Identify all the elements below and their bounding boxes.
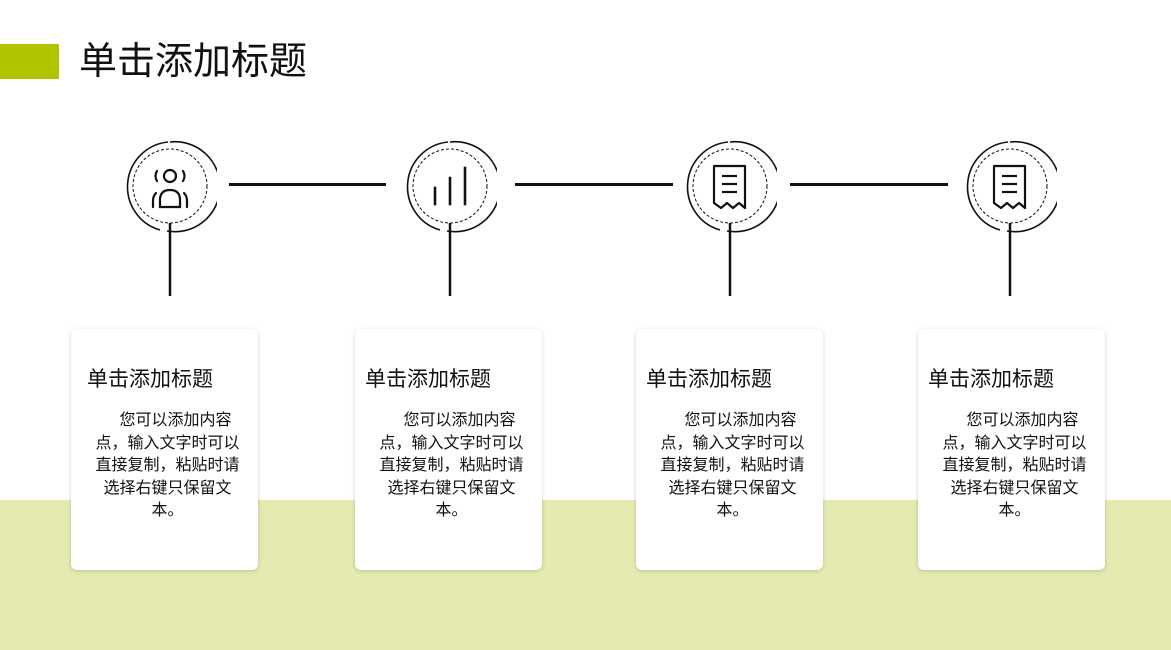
receipt-icon — [712, 164, 747, 210]
receipt-icon — [992, 164, 1027, 210]
timeline-node-3 — [683, 140, 777, 300]
timeline-connector — [515, 183, 673, 186]
card-title[interactable]: 单击添加标题 — [646, 367, 772, 391]
bar-chart-icon — [433, 166, 467, 206]
card-title[interactable]: 单击添加标题 — [928, 367, 1054, 391]
node-ring — [406, 140, 497, 233]
card-body[interactable]: 您可以添加内容点，输入文字时可以直接复制，粘贴时请选择右键只保留文本。 — [95, 410, 240, 519]
node-ring — [126, 140, 217, 233]
timeline-node-2 — [403, 140, 497, 300]
card-title[interactable]: 单击添加标题 — [365, 367, 491, 391]
step-card-1: 单击添加标题 您可以添加内容点，输入文字时可以直接复制，粘贴时请选择右键只保留文… — [71, 329, 258, 570]
timeline-connector — [790, 183, 948, 186]
node-ring — [966, 140, 1057, 233]
title-accent-bar — [0, 44, 59, 79]
card-body[interactable]: 您可以添加内容点，输入文字时可以直接复制，粘贴时请选择右键只保留文本。 — [660, 410, 805, 519]
card-body[interactable]: 您可以添加内容点，输入文字时可以直接复制，粘贴时请选择右键只保留文本。 — [379, 410, 524, 519]
step-card-2: 单击添加标题 您可以添加内容点，输入文字时可以直接复制，粘贴时请选择右键只保留文… — [355, 329, 542, 570]
step-card-3: 单击添加标题 您可以添加内容点，输入文字时可以直接复制，粘贴时请选择右键只保留文… — [636, 329, 823, 570]
timeline-node-4 — [963, 140, 1057, 300]
timeline-node-1 — [123, 140, 217, 300]
page-title[interactable]: 单击添加标题 — [79, 39, 308, 83]
step-card-4: 单击添加标题 您可以添加内容点，输入文字时可以直接复制，粘贴时请选择右键只保留文… — [918, 329, 1105, 570]
users-icon — [151, 168, 189, 209]
node-ring — [686, 140, 777, 233]
timeline-connector — [229, 183, 386, 186]
card-title[interactable]: 单击添加标题 — [87, 367, 213, 391]
card-body[interactable]: 您可以添加内容点，输入文字时可以直接复制，粘贴时请选择右键只保留文本。 — [942, 410, 1087, 519]
